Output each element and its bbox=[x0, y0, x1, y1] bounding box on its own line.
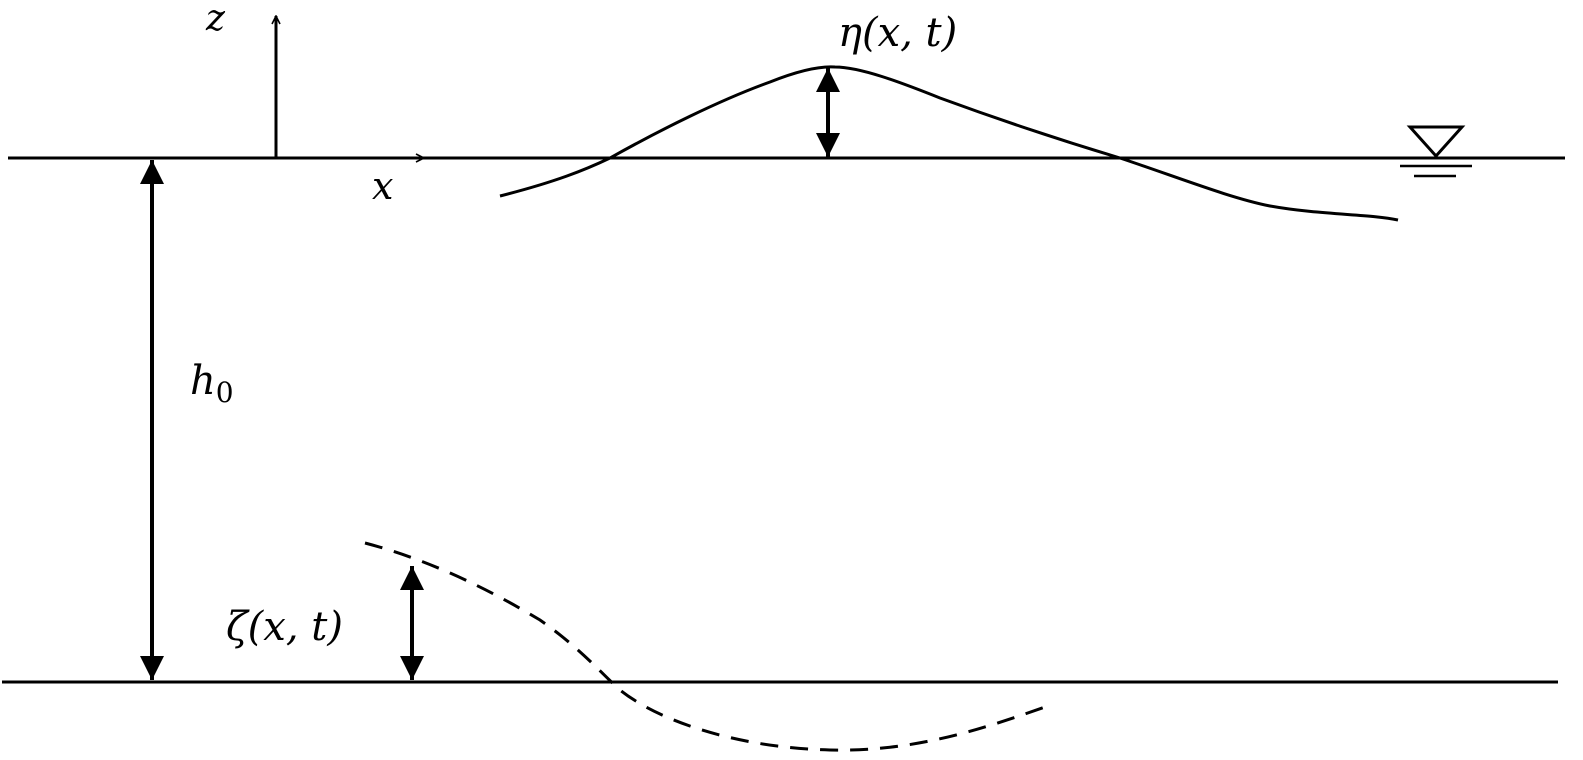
surface-elevation-label: η(x, t) bbox=[838, 10, 957, 56]
free-surface-wave bbox=[499, 65, 1399, 222]
bottom-displacement-label: ζ(x, t) bbox=[226, 604, 343, 650]
depth-label: h0 bbox=[190, 358, 234, 409]
depth-label-subscript: 0 bbox=[216, 376, 234, 409]
bottom-displacement-curve bbox=[364, 541, 1049, 752]
water-surface-triangle-icon bbox=[1400, 125, 1472, 178]
x-axis-label: x bbox=[372, 164, 393, 208]
depth-label-main: h bbox=[190, 358, 216, 404]
z-axis-label: z bbox=[205, 0, 226, 39]
